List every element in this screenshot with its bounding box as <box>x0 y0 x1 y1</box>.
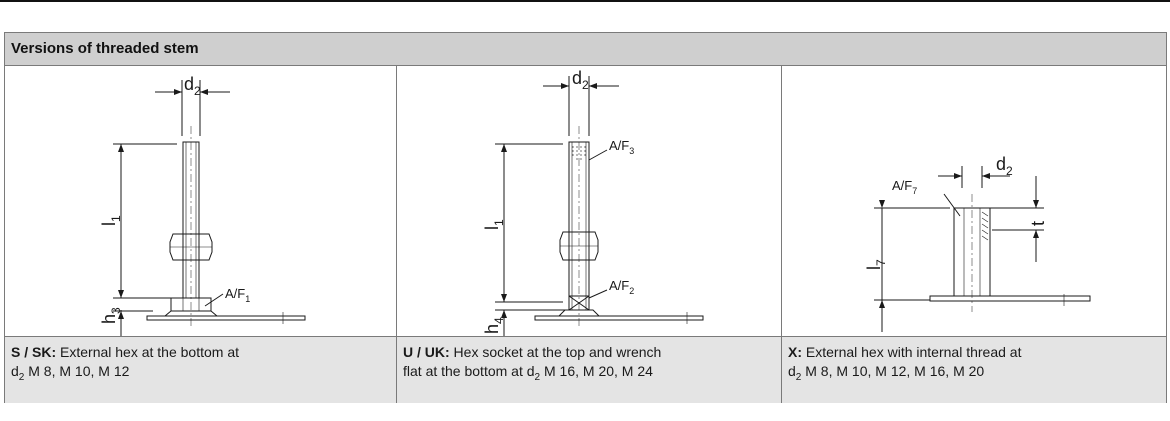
desc-x: X: External hex with internal thread at … <box>788 344 1022 383</box>
drawing-u-uk: d2 l1 h4 A/F3 A/F2 <box>482 68 704 336</box>
desc-s-sk: S / SK: External hex at the bottom at d2… <box>11 344 240 383</box>
table-header: Versions of threaded stem <box>3 32 1168 66</box>
desc-sizes: M 8, M 10, M 12, M 16, M 20 <box>801 363 985 379</box>
label-af7: A/F7 <box>892 178 917 196</box>
desc-cell-x: X: External hex with internal thread at … <box>780 336 1168 403</box>
desc-cell-s-sk: S / SK: External hex at the bottom at d2… <box>4 336 397 403</box>
desc-sizes: M 16, M 20, M 24 <box>540 363 653 379</box>
desc-code: U / UK: <box>403 344 450 360</box>
label-af3: A/F3 <box>609 138 634 156</box>
drawing-cell-u-uk: d2 l1 h4 A/F3 A/F2 <box>396 65 782 337</box>
label-h3: h3 <box>99 307 123 324</box>
label-d2: d2 <box>184 74 201 98</box>
label-af2: A/F2 <box>609 278 634 296</box>
desc-code: S / SK: <box>11 344 57 360</box>
table-header-title: Versions of threaded stem <box>11 40 199 57</box>
desc-cell-u-uk: U / UK: Hex socket at the top and wrench… <box>396 336 782 403</box>
desc-text: External hex with internal thread at <box>802 344 1022 360</box>
drawing-s-sk: d2 l1 h3 A/F1 <box>99 74 306 336</box>
drawing-cell-s-sk: d2 l1 h3 A/F1 <box>4 65 397 337</box>
label-d2: d2 <box>572 68 589 92</box>
desc-text: Hex socket at the top and wrench <box>449 344 662 360</box>
top-rule <box>0 0 1170 2</box>
label-l7: l7 <box>864 259 888 270</box>
versions-table: Versions of threaded stem <box>3 32 1168 403</box>
label-l1: l1 <box>99 215 123 226</box>
label-d2: d2 <box>996 154 1013 178</box>
drawing-x: d2 l7 t A/F7 <box>864 154 1091 332</box>
label-t: t <box>1028 221 1048 226</box>
drawing-cell-x: d2 l7 t A/F7 <box>780 65 1168 337</box>
label-l1: l1 <box>482 219 506 230</box>
label-af1: A/F1 <box>225 286 250 304</box>
desc-code: X: <box>788 344 802 360</box>
label-h4: h4 <box>482 317 506 334</box>
desc-sizes: M 8, M 10, M 12 <box>24 363 130 379</box>
desc-text: External hex at the bottom at <box>56 344 240 360</box>
desc-u-uk: U / UK: Hex socket at the top and wrench… <box>403 344 662 383</box>
